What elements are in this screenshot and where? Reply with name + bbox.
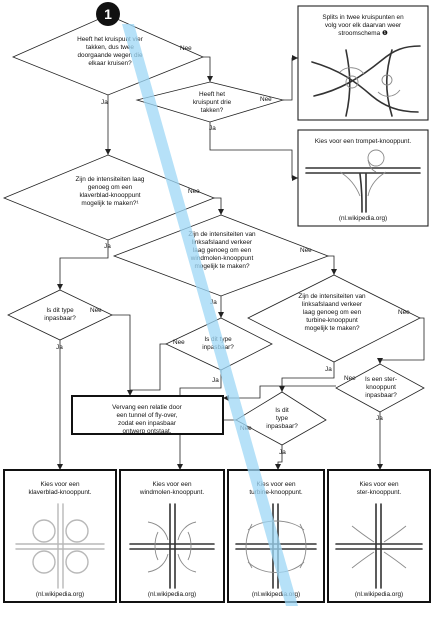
label-no: Nee bbox=[180, 45, 192, 52]
arrowhead bbox=[292, 55, 298, 61]
box-trumpet-text: Kies voor een trompet-knooppunt. bbox=[315, 138, 411, 145]
connector-q6-replace bbox=[129, 343, 166, 396]
label-no: Nee bbox=[173, 339, 185, 346]
star-interchange-illustration bbox=[335, 503, 423, 589]
connector-q1-q2 bbox=[203, 56, 211, 82]
step-badge: 1 bbox=[96, 2, 120, 26]
label-yes: Ja bbox=[376, 415, 383, 422]
arrowhead bbox=[218, 312, 224, 318]
windmill-source: (nl.wikipedia.org) bbox=[148, 591, 196, 598]
windmill-interchange-illustration bbox=[129, 503, 215, 589]
label-yes: Ja bbox=[104, 243, 111, 250]
star-source: (nl.wikipedia.org) bbox=[355, 591, 403, 598]
connector-q2-split bbox=[283, 57, 298, 101]
connectors bbox=[57, 55, 425, 470]
label-yes: Ja bbox=[325, 366, 332, 373]
step-number: 1 bbox=[104, 6, 112, 22]
arrowhead bbox=[292, 175, 298, 181]
arrowhead bbox=[218, 209, 224, 215]
arrowhead bbox=[279, 386, 285, 392]
label-no: Nee bbox=[260, 96, 272, 103]
cloverleaf-interchange-illustration bbox=[15, 503, 105, 589]
arrowhead bbox=[177, 464, 183, 470]
arrowhead bbox=[57, 284, 63, 290]
connector-q7-q9 bbox=[281, 362, 335, 392]
turbine-source: (nl.wikipedia.org) bbox=[252, 591, 300, 598]
highlight-beam bbox=[122, 24, 298, 606]
arrowhead bbox=[207, 76, 213, 82]
label-no: Nee bbox=[188, 188, 200, 195]
label-yes: Ja bbox=[209, 125, 216, 132]
arrowhead bbox=[331, 269, 337, 275]
label-no: Nee bbox=[344, 375, 356, 382]
trumpet-interchange-illustration bbox=[305, 149, 421, 213]
split-interchange-illustration bbox=[311, 45, 421, 117]
arrowhead bbox=[57, 464, 63, 470]
arrowhead bbox=[377, 464, 383, 470]
box-trumpet: Kies voor een trompet-knooppunt. (nl.wik… bbox=[297, 129, 429, 227]
label-no: Nee bbox=[300, 247, 312, 254]
arrowhead bbox=[377, 358, 383, 364]
label-yes: Ja bbox=[212, 377, 219, 384]
cloverleaf-source: (nl.wikipedia.org) bbox=[36, 591, 84, 598]
connector-q5-replace bbox=[112, 314, 131, 396]
label-yes: Ja bbox=[56, 344, 63, 351]
connector-q2-trumpet bbox=[209, 122, 298, 179]
arrowhead bbox=[275, 464, 281, 470]
connector-q8-replace bbox=[223, 385, 336, 399]
trumpet-source: (nl.wikipedia.org) bbox=[339, 215, 387, 222]
connector-q4-q7 bbox=[328, 255, 335, 275]
label-no: Nee bbox=[90, 307, 102, 314]
label-yes: Ja bbox=[101, 99, 108, 106]
connector-q3-q5 bbox=[59, 240, 109, 290]
arrowhead bbox=[105, 149, 111, 155]
arrowhead bbox=[127, 390, 133, 396]
label-yes: Ja bbox=[279, 449, 286, 456]
label-no: Nee bbox=[398, 309, 410, 316]
label-yes: Ja bbox=[210, 299, 217, 306]
